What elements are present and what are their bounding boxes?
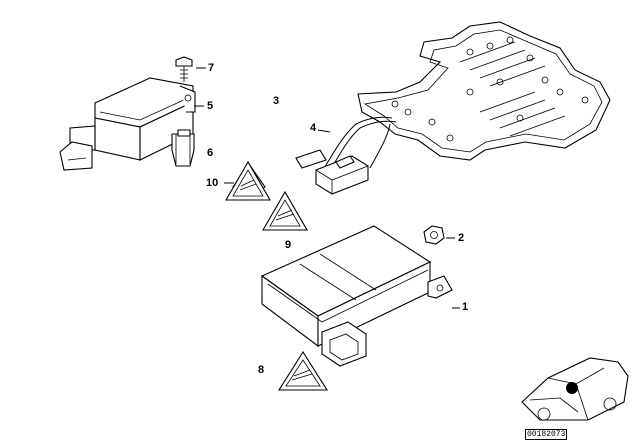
- callout-2: 2: [458, 232, 465, 244]
- locator-highlight-dot: [566, 382, 578, 394]
- warning-label-8[interactable]: [278, 350, 328, 391]
- part-6-clip-nut[interactable]: [171, 129, 195, 167]
- leader-lines: [194, 67, 460, 309]
- vehicle-locator-thumbnail: [513, 345, 637, 433]
- callout-10: 10: [206, 177, 219, 189]
- warning-label-10[interactable]: [225, 160, 271, 201]
- callout-4: 4: [310, 122, 317, 134]
- callout-9: 9: [285, 239, 292, 251]
- drawing-number: 00182073: [525, 429, 568, 440]
- part-3-seat-mat-sensor[interactable]: [357, 21, 611, 161]
- warning-label-9[interactable]: [262, 190, 308, 231]
- seat-mat-sensor-pads: [391, 36, 589, 142]
- callout-8: 8: [258, 364, 265, 376]
- part-2-nut[interactable]: [423, 225, 445, 245]
- part-5-sensor-bracket[interactable]: [59, 77, 196, 171]
- callout-6: 6: [207, 147, 214, 159]
- part-1-control-unit[interactable]: [260, 225, 453, 367]
- callout-7: 7: [208, 62, 215, 74]
- callout-3: 3: [273, 95, 280, 107]
- part-7-screw[interactable]: [175, 56, 193, 82]
- callout-5: 5: [207, 100, 214, 112]
- part-4-connector-harness[interactable]: [295, 116, 397, 195]
- callout-1: 1: [462, 301, 469, 313]
